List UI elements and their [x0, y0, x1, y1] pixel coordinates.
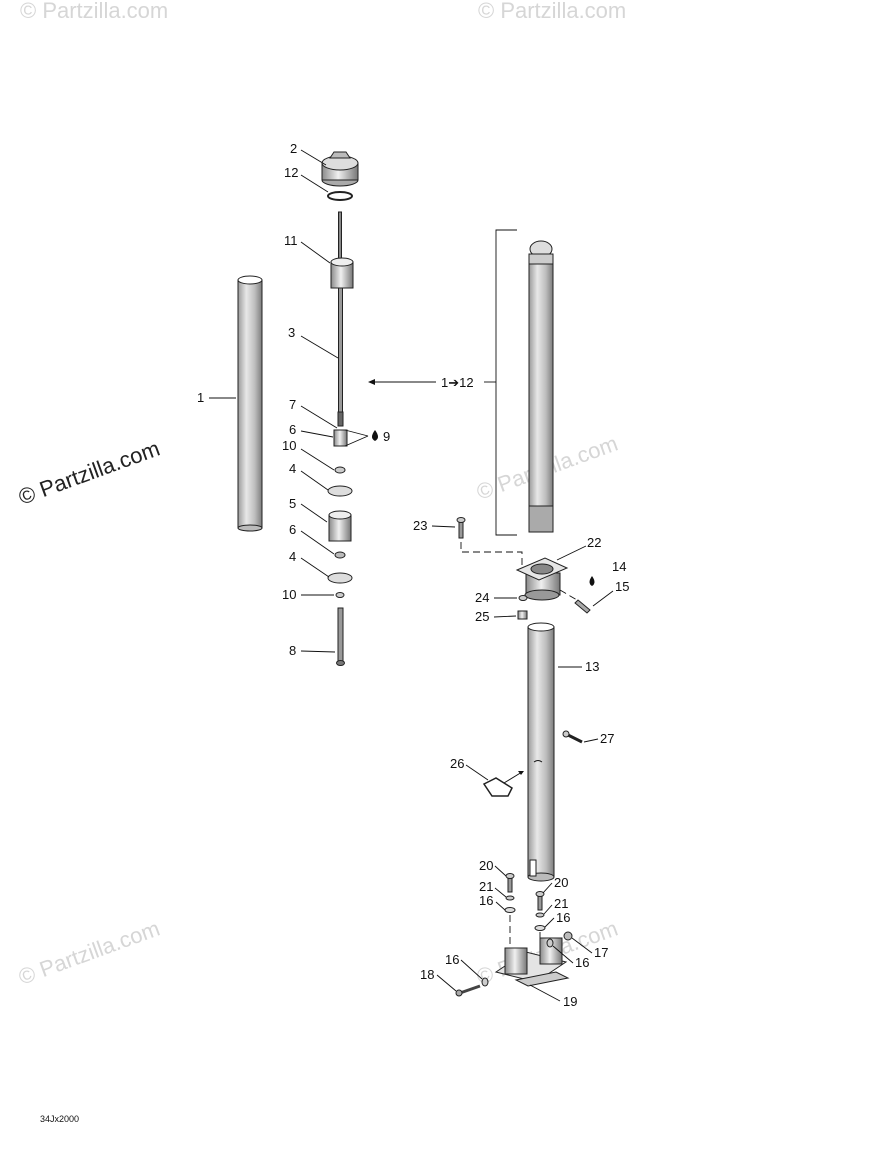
part-21-washer-right: [535, 912, 545, 918]
callout-15: 15: [615, 579, 629, 594]
part-24-washer: [518, 595, 528, 601]
part-6-nut-lower: [334, 551, 346, 559]
part-27-pin: [562, 730, 583, 744]
part-16-washer-lower-right: [546, 938, 554, 948]
callout-19: 19: [563, 994, 577, 1009]
part-17-nut: [563, 931, 573, 941]
part-3-rod-upper: [338, 211, 342, 261]
part-16-washer-left: [504, 907, 516, 913]
part-15-screw: [574, 599, 591, 614]
part-3-rod-thread: [337, 411, 344, 427]
callout-8: 8: [289, 643, 296, 658]
diagram-code: 34Jx2000: [40, 1114, 79, 1124]
part-14-oil-drop-icon: [589, 576, 595, 586]
assembly-label: 1➔12: [441, 375, 474, 390]
part-16-washer-right: [534, 925, 546, 931]
callout-12: 12: [284, 165, 298, 180]
part-20-bolt-left: [505, 873, 515, 893]
callout-21-right: 21: [554, 896, 568, 911]
callout-20-left: 20: [479, 858, 493, 873]
watermark-top-right: © Partzilla.com: [478, 0, 626, 23]
part-25-nut: [517, 610, 528, 620]
part-11-bushing: [330, 257, 354, 289]
callout-16-left: 16: [479, 893, 493, 908]
part-23-screw: [456, 517, 466, 539]
callout-4-upper: 4: [289, 461, 296, 476]
oil-drop-icon: [372, 430, 378, 441]
callout-13: 13: [585, 659, 599, 674]
callout-leaders: [209, 149, 614, 1002]
assembled-post: [528, 240, 554, 533]
part-16-washer-lower-left: [481, 977, 489, 987]
part-5-bumper: [328, 510, 352, 542]
part-4-plate-lower: [327, 572, 353, 584]
callout-20-right: 20: [554, 875, 568, 890]
callout-2: 2: [290, 141, 297, 156]
part-6-nut-upper: [333, 429, 348, 447]
part-12-oring: [327, 191, 353, 201]
part-18-bolt: [455, 984, 481, 997]
callout-9: 9: [383, 429, 390, 444]
part-13-tube: [527, 622, 555, 882]
callout-5: 5: [289, 496, 296, 511]
part-20-bolt-right: [535, 891, 545, 911]
callout-1: 1: [197, 390, 204, 405]
callout-17: 17: [594, 945, 608, 960]
part-26-clip: [482, 777, 513, 797]
part-4-plate-upper: [327, 485, 353, 497]
callout-7: 7: [289, 397, 296, 412]
watermark-top-left: © Partzilla.com: [20, 0, 168, 23]
part-10-washer-lower: [335, 592, 345, 598]
callout-16-right: 16: [556, 910, 570, 925]
callout-21-left: 21: [479, 879, 493, 894]
callout-11: 11: [284, 233, 298, 248]
watermark-bottom-left: © Partzilla.com: [15, 916, 163, 990]
part-1-tube: [237, 275, 263, 532]
callout-26: 26: [450, 756, 464, 771]
part-8-bolt: [336, 607, 345, 666]
part-2-cap: [321, 151, 359, 187]
callout-6-lower: 6: [289, 522, 296, 537]
callout-22: 22: [587, 535, 601, 550]
part-3-rod: [338, 287, 343, 413]
part-19-base: [494, 937, 570, 987]
part-10-washer-upper: [334, 466, 346, 474]
callout-27: 27: [600, 731, 614, 746]
callout-16-lower-right: 16: [575, 955, 589, 970]
part-22-flange: [515, 557, 569, 601]
callout-3: 3: [288, 325, 295, 340]
callout-16-lower-left: 16: [445, 952, 459, 967]
callout-18: 18: [420, 967, 434, 982]
part-21-washer-left: [505, 895, 515, 901]
assembly-bracket: [495, 229, 517, 536]
callout-10-upper: 10: [282, 438, 296, 453]
watermark-main: © Partzilla.com: [15, 436, 163, 510]
callout-10-lower: 10: [282, 587, 296, 602]
callout-25: 25: [475, 609, 489, 624]
callout-24: 24: [475, 590, 489, 605]
callout-23: 23: [413, 518, 427, 533]
callout-6-upper: 6: [289, 422, 296, 437]
callout-14: 14: [612, 559, 626, 574]
callout-4-lower: 4: [289, 549, 296, 564]
